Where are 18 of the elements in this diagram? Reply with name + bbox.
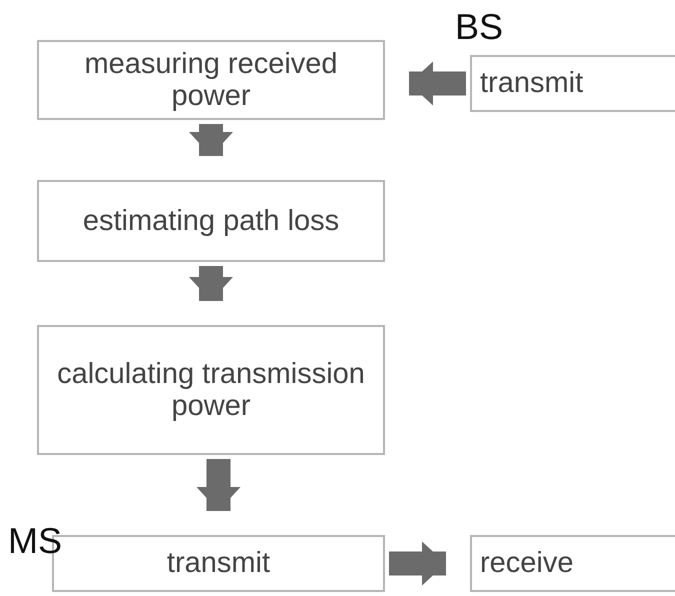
- box-label: transmit: [480, 67, 584, 100]
- box-label: estimating path loss: [82, 204, 340, 238]
- process-box: [37, 180, 385, 262]
- block-arrow: [189, 124, 233, 156]
- process-box: [470, 55, 675, 112]
- block-arrow: [196, 459, 240, 511]
- station-label: MS: [8, 520, 62, 562]
- box-label: receive: [480, 547, 574, 580]
- box-label: measuring received power: [83, 48, 339, 112]
- process-box: [37, 40, 385, 120]
- box-label: calculating transmission power: [56, 358, 366, 422]
- block-arrow: [389, 542, 446, 586]
- block-arrow: [409, 62, 466, 106]
- process-box: [37, 325, 385, 455]
- block-arrow: [189, 266, 233, 301]
- box-label: transmit: [166, 547, 270, 580]
- station-label: BS: [455, 6, 504, 48]
- process-box: [470, 535, 675, 592]
